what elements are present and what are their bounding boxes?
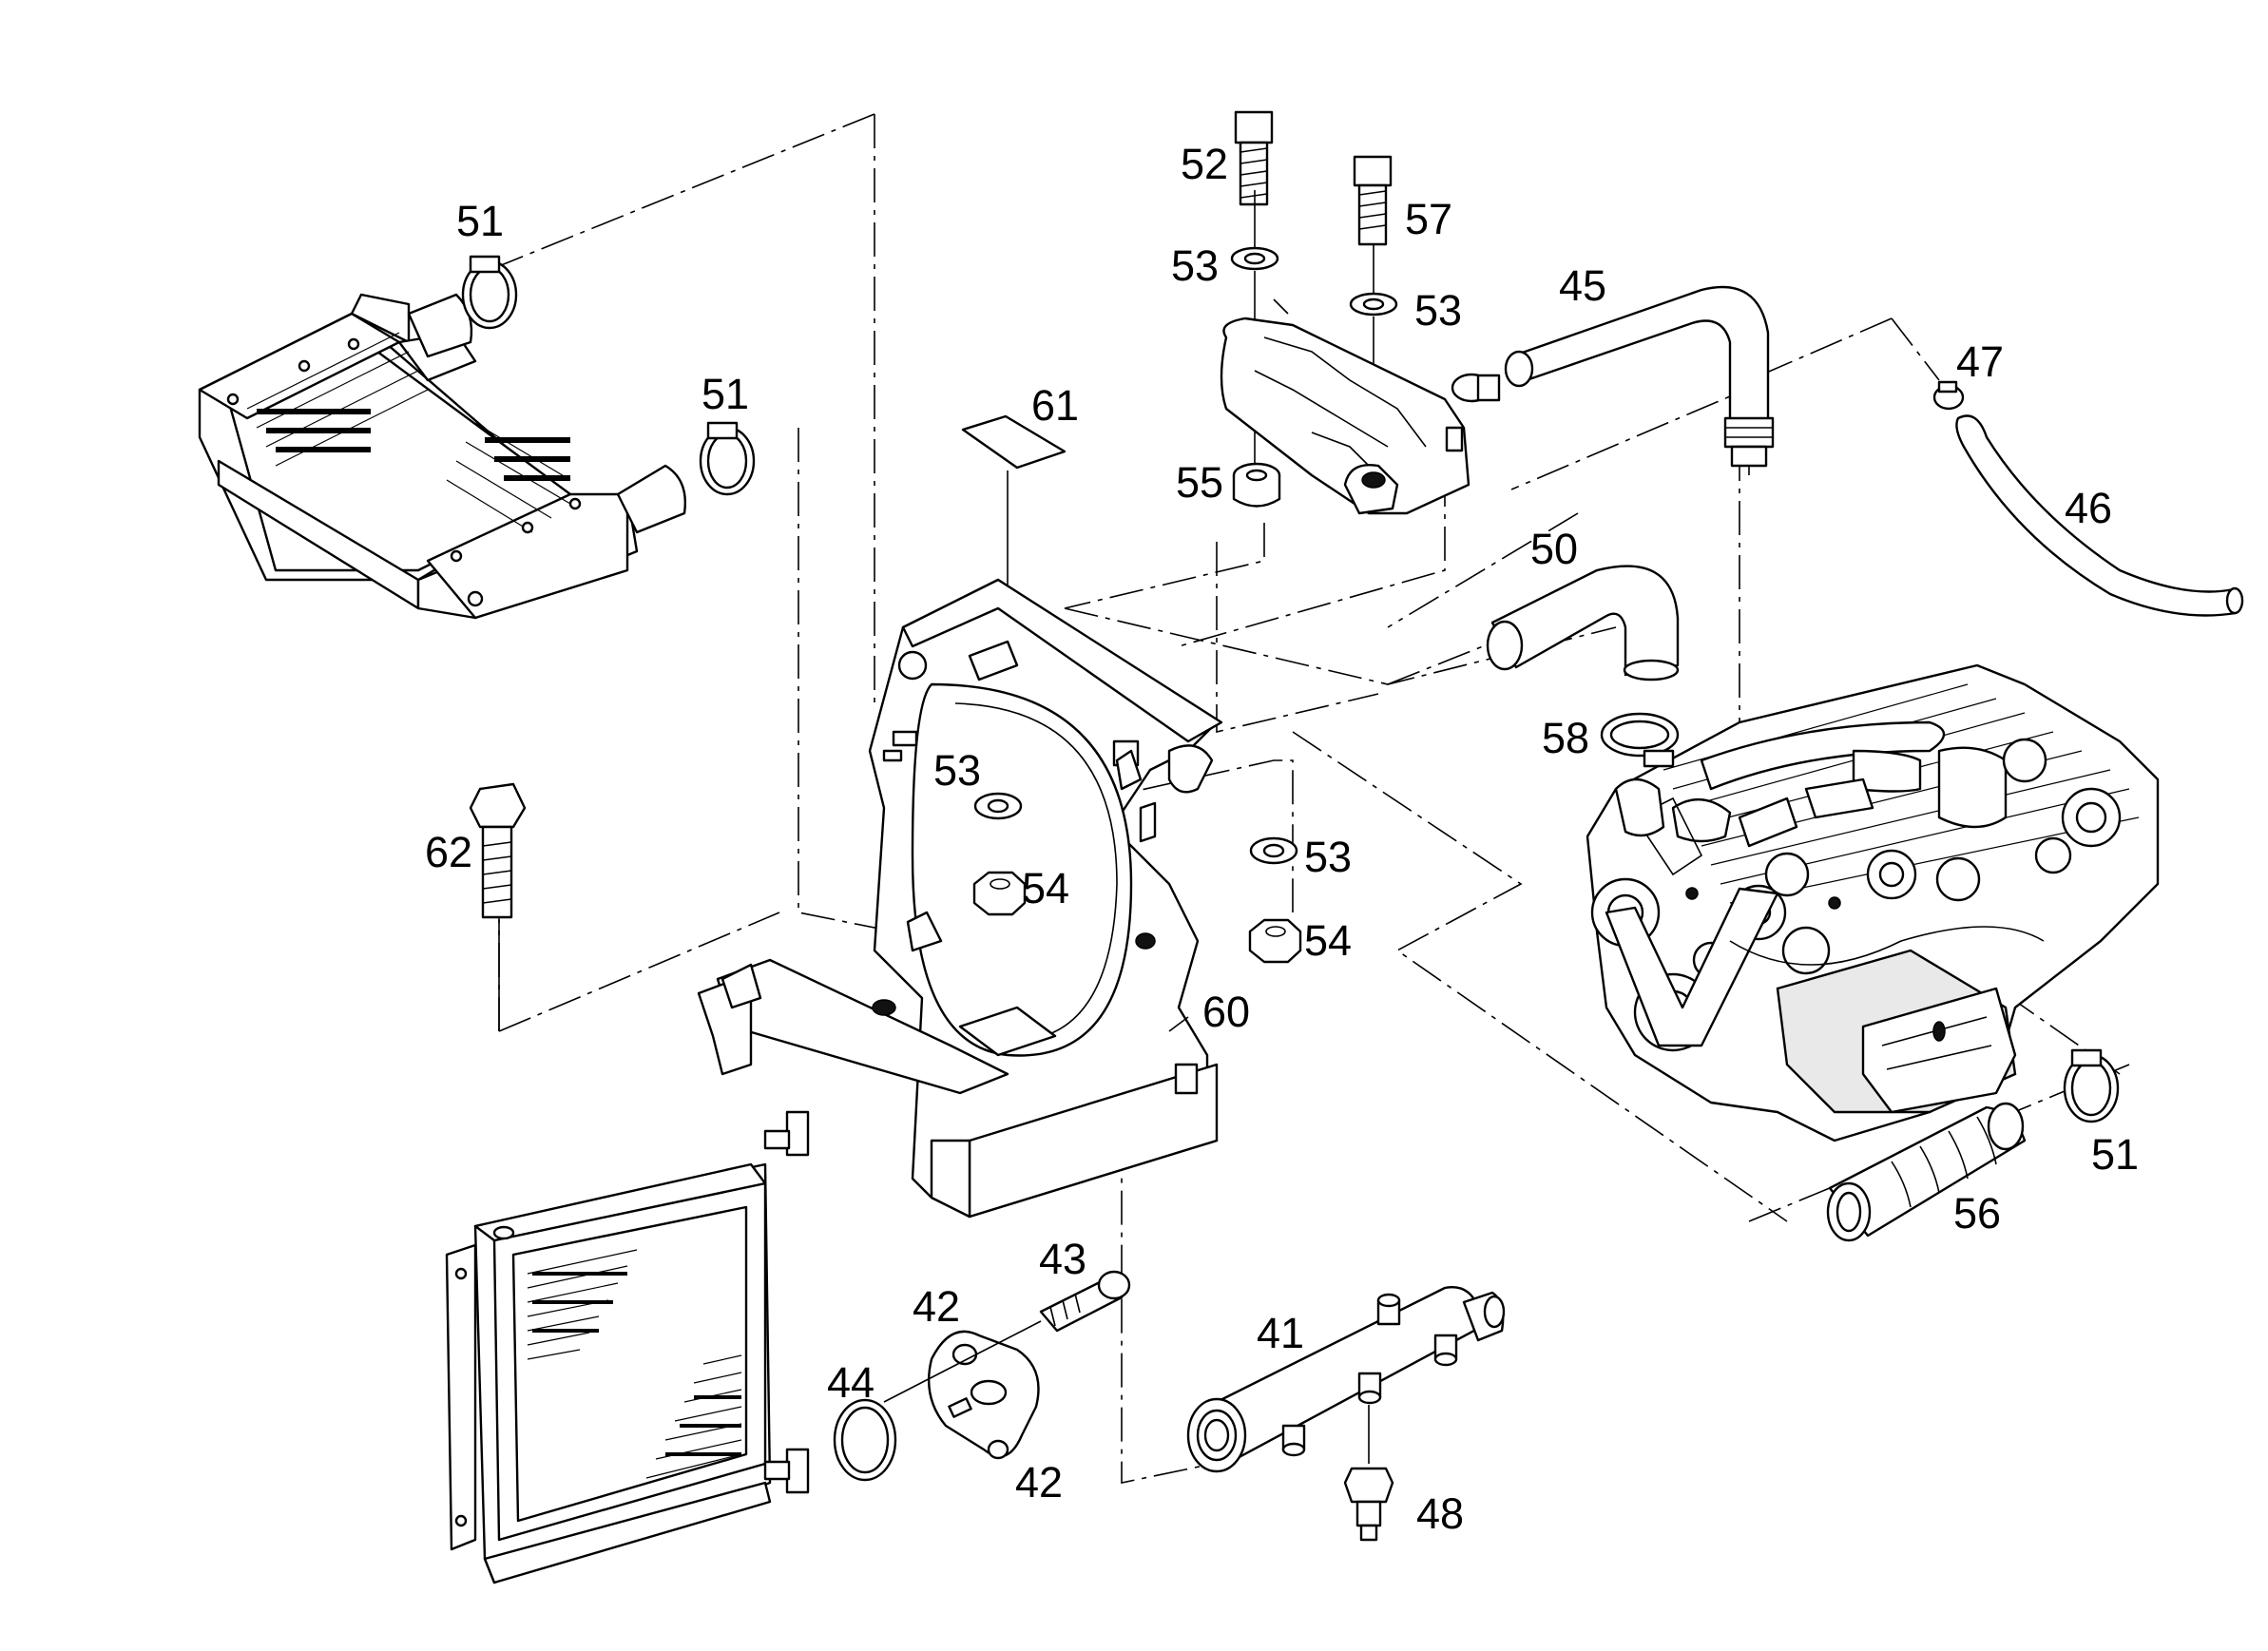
washer-53-shroud-left: [973, 792, 1023, 820]
callout-58: 58: [1542, 714, 1589, 762]
hose-clamp-58: [1600, 712, 1680, 768]
callout-53-shroud-left: 53: [933, 746, 981, 795]
bolt-57: [1353, 155, 1393, 246]
callout-51-top: 51: [456, 197, 504, 245]
washer-53-shroud-right: [1249, 836, 1298, 865]
callout-57: 57: [1405, 195, 1452, 243]
callout-44: 44: [827, 1358, 875, 1407]
nut-54-right: [1248, 918, 1302, 964]
charge-air-hose-56: [1826, 1102, 2027, 1242]
engine: [1586, 663, 2160, 1142]
callout-56: 56: [1953, 1189, 2001, 1238]
coolant-manifold-41: [1186, 1286, 1506, 1473]
callout-60: 60: [1202, 988, 1250, 1036]
callout-42-top: 42: [913, 1282, 960, 1331]
callout-46: 46: [2065, 484, 2112, 532]
callout-45: 45: [1559, 261, 1606, 310]
hose-clamp-47: [1932, 380, 1965, 411]
callout-53-shroud-right: 53: [1304, 833, 1352, 881]
coolant-hose-45: [1504, 285, 1775, 475]
callout-41: 41: [1257, 1309, 1304, 1357]
callout-55: 55: [1176, 458, 1223, 507]
callout-53-tank-right: 53: [1414, 286, 1462, 335]
fan-shroud-60: [697, 578, 1223, 1219]
callout-54-left: 54: [1022, 864, 1069, 912]
flange-42: [928, 1330, 1040, 1460]
callout-62: 62: [425, 828, 472, 876]
callout-61: 61: [1031, 381, 1079, 430]
washer-53-tank-left: [1230, 246, 1279, 271]
callout-43: 43: [1039, 1235, 1086, 1283]
hose-46: [1955, 414, 2244, 617]
callout-leaders: [498, 190, 1374, 1032]
callout-54-right: 54: [1304, 916, 1352, 965]
callout-50: 50: [1530, 525, 1578, 573]
fitting-48: [1343, 1405, 1394, 1542]
o-ring-44: [833, 1398, 897, 1482]
hose-clamp-51-middle: [699, 421, 756, 496]
washer-53-tank-right: [1349, 292, 1398, 317]
callout-51-right: 51: [2091, 1130, 2139, 1179]
callout-53-tank-left: 53: [1171, 241, 1219, 290]
hose-clamp-51-right: [2063, 1048, 2120, 1123]
callout-48: 48: [1416, 1489, 1464, 1538]
bushing-55: [1232, 462, 1281, 508]
hose-clamp-51-top: [461, 255, 518, 330]
callout-labels: 51 51 51 52 53 53 53 53 57 45 47 46 61 5…: [425, 140, 2139, 1538]
radiator: [445, 1110, 810, 1584]
callout-51-middle: 51: [702, 370, 749, 418]
callout-47: 47: [1956, 337, 2004, 386]
callout-52: 52: [1181, 140, 1228, 188]
bolt-62: [469, 782, 527, 919]
elbow-hose-50: [1486, 565, 1680, 682]
nut-54-left: [972, 871, 1027, 916]
intercooler: [198, 293, 686, 620]
bolt-52: [1234, 110, 1274, 206]
clip-tank-hose: [1451, 373, 1501, 403]
bolt-43: [883, 1270, 1131, 1403]
callout-42-bottom: 42: [1015, 1458, 1063, 1507]
